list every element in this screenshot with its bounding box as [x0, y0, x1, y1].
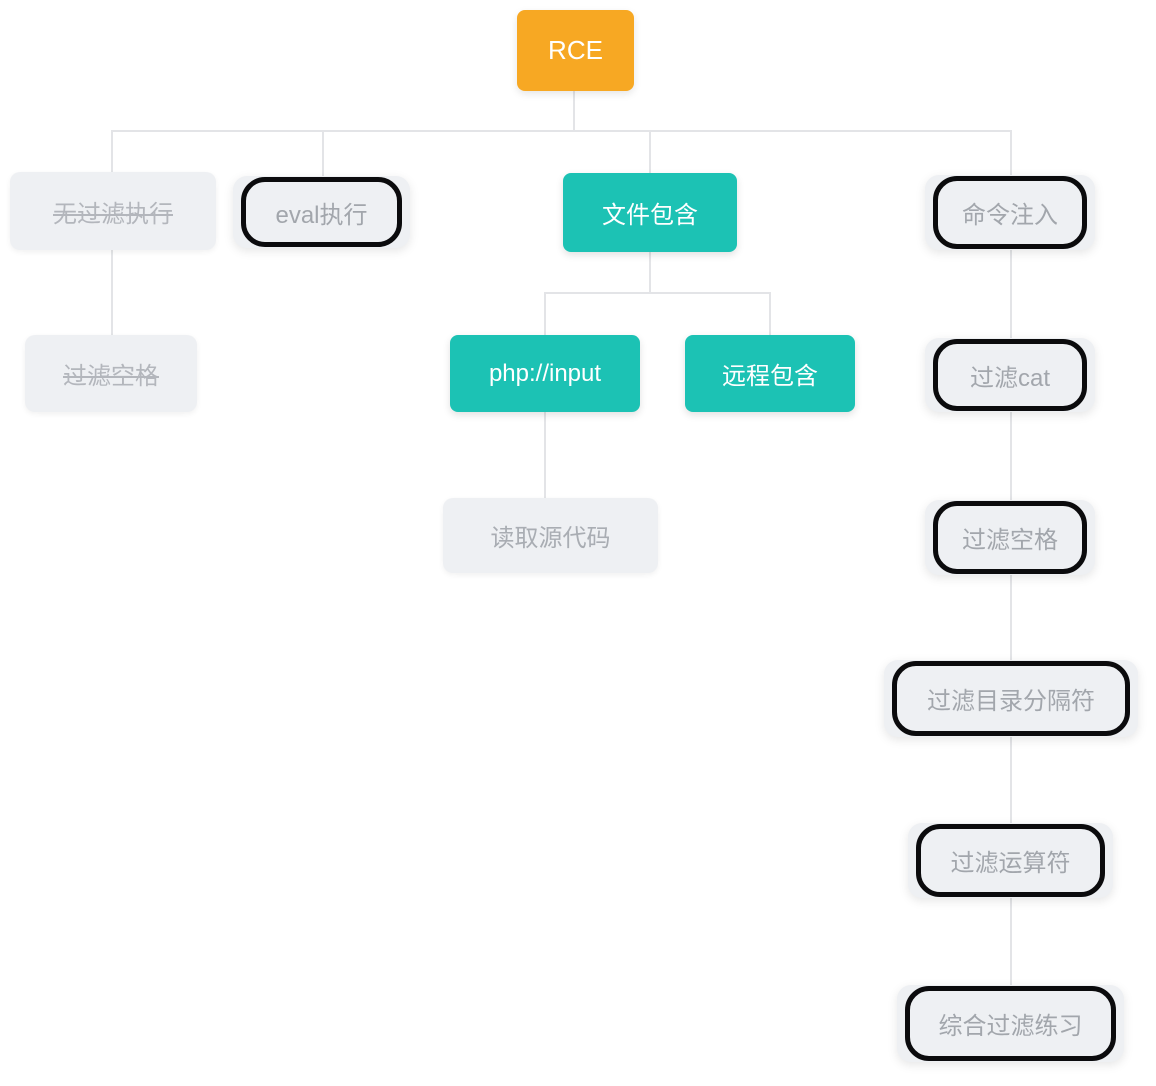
edge-cmdinj-to-cat — [1010, 250, 1012, 338]
edge-drop-cmd-injection — [1010, 130, 1012, 175]
node-rce[interactable]: RCE — [517, 10, 634, 91]
node-filter-space-right[interactable]: 过滤空格 — [925, 500, 1095, 575]
node-read-source-label: 读取源代码 — [490, 525, 611, 552]
node-file-inclusion-label: 文件包含 — [602, 202, 698, 229]
node-filter-space-left[interactable]: 过滤空格 — [25, 335, 197, 412]
node-file-inclusion[interactable]: 文件包含 — [563, 173, 737, 252]
edge-drop-php-input — [544, 292, 546, 335]
node-read-source[interactable]: 读取源代码 — [443, 498, 658, 573]
edge-rce-stem — [573, 91, 575, 131]
edge-operator-to-comprehensive — [1010, 898, 1012, 985]
node-no-filter-exec[interactable]: 无过滤执行 — [10, 172, 216, 250]
edge-dirsep-to-operator — [1010, 737, 1012, 823]
node-filter-dir-separator-label: 过滤目录分隔符 — [927, 688, 1095, 715]
edge-cat-to-space — [1010, 412, 1012, 500]
node-filter-space-left-label: 过滤空格 — [63, 363, 159, 390]
edge-drop-eval-exec — [322, 130, 324, 176]
node-php-input-label: php://input — [488, 359, 602, 387]
node-filter-cat[interactable]: 过滤cat — [925, 338, 1095, 412]
node-cmd-injection[interactable]: 命令注入 — [925, 175, 1095, 250]
node-comprehensive-filter-label: 综合过滤练习 — [938, 1013, 1083, 1040]
node-remote-inclusion-label: 远程包含 — [722, 363, 818, 390]
node-remote-inclusion[interactable]: 远程包含 — [685, 335, 855, 412]
edge-drop-no-filter-exec — [111, 130, 113, 172]
node-eval-exec[interactable]: eval执行 — [233, 176, 410, 248]
edge-fileinc-stem — [649, 252, 651, 293]
edge-space-to-dirsep — [1010, 575, 1012, 660]
edge-drop-remote-inclusion — [769, 292, 771, 335]
node-eval-exec-label: eval执行 — [275, 201, 368, 229]
edge-fileinc-horizontal — [544, 292, 771, 294]
edge-phpinput-to-source — [544, 412, 546, 498]
edge-nofilter-to-space — [111, 250, 113, 335]
node-filter-dir-separator[interactable]: 过滤目录分隔符 — [884, 660, 1138, 737]
node-rce-label: RCE — [548, 35, 603, 65]
node-filter-operator[interactable]: 过滤运算符 — [908, 823, 1113, 898]
edge-level1-horizontal — [111, 130, 1012, 132]
node-php-input[interactable]: php://input — [450, 335, 640, 412]
node-filter-space-right-label: 过滤空格 — [962, 527, 1058, 554]
node-comprehensive-filter[interactable]: 综合过滤练习 — [897, 985, 1124, 1062]
node-filter-cat-label: 过滤cat — [969, 364, 1050, 392]
node-filter-operator-label: 过滤运算符 — [950, 850, 1071, 877]
node-no-filter-exec-label: 无过滤执行 — [53, 200, 173, 228]
edge-drop-file-inclusion — [649, 130, 651, 173]
node-cmd-injection-label: 命令注入 — [962, 202, 1058, 229]
